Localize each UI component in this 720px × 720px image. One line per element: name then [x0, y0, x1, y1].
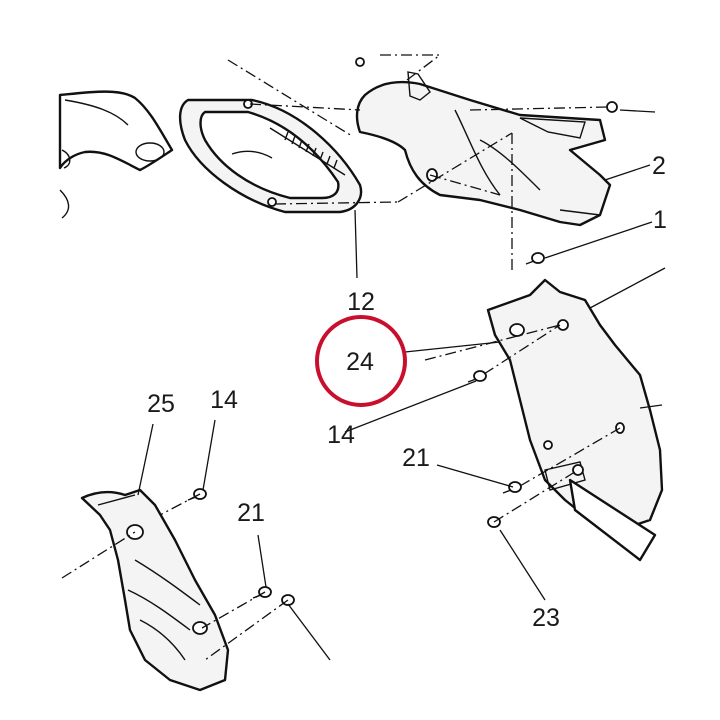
screw-21-right: [502, 481, 522, 494]
upper-right-cover: [355, 71, 612, 227]
callout-14-left: 14: [210, 386, 238, 414]
leader-lines: [137, 109, 666, 661]
callout-12: 12: [347, 288, 375, 316]
callout-labels: 12 24 25 14 14 21 21 23 2 1: [147, 152, 667, 632]
callout-23: 23: [532, 604, 560, 632]
alignment-lines: [61, 54, 621, 661]
callout-14-right: 14: [327, 421, 355, 449]
part-25-panel: [80, 488, 230, 692]
part-24-bracket: [486, 278, 664, 562]
callout-24: 24: [346, 348, 374, 376]
left-fairing-fragment: [58, 90, 174, 219]
callout-2-edge: 2: [652, 152, 666, 180]
highlight-circle: [315, 315, 407, 407]
screw-upper-right-b: [525, 252, 545, 265]
screw-upper-right-a: [606, 101, 618, 113]
callout-1-edge: 1: [653, 206, 667, 234]
callout-21-left: 21: [237, 499, 265, 527]
screw-top: [355, 57, 365, 67]
callout-21-right: 21: [402, 444, 430, 472]
callout-25: 25: [147, 390, 175, 418]
screw-14-right: [467, 370, 487, 383]
part-12-vent-frame: [178, 98, 363, 214]
screw-21-left: [252, 586, 272, 599]
